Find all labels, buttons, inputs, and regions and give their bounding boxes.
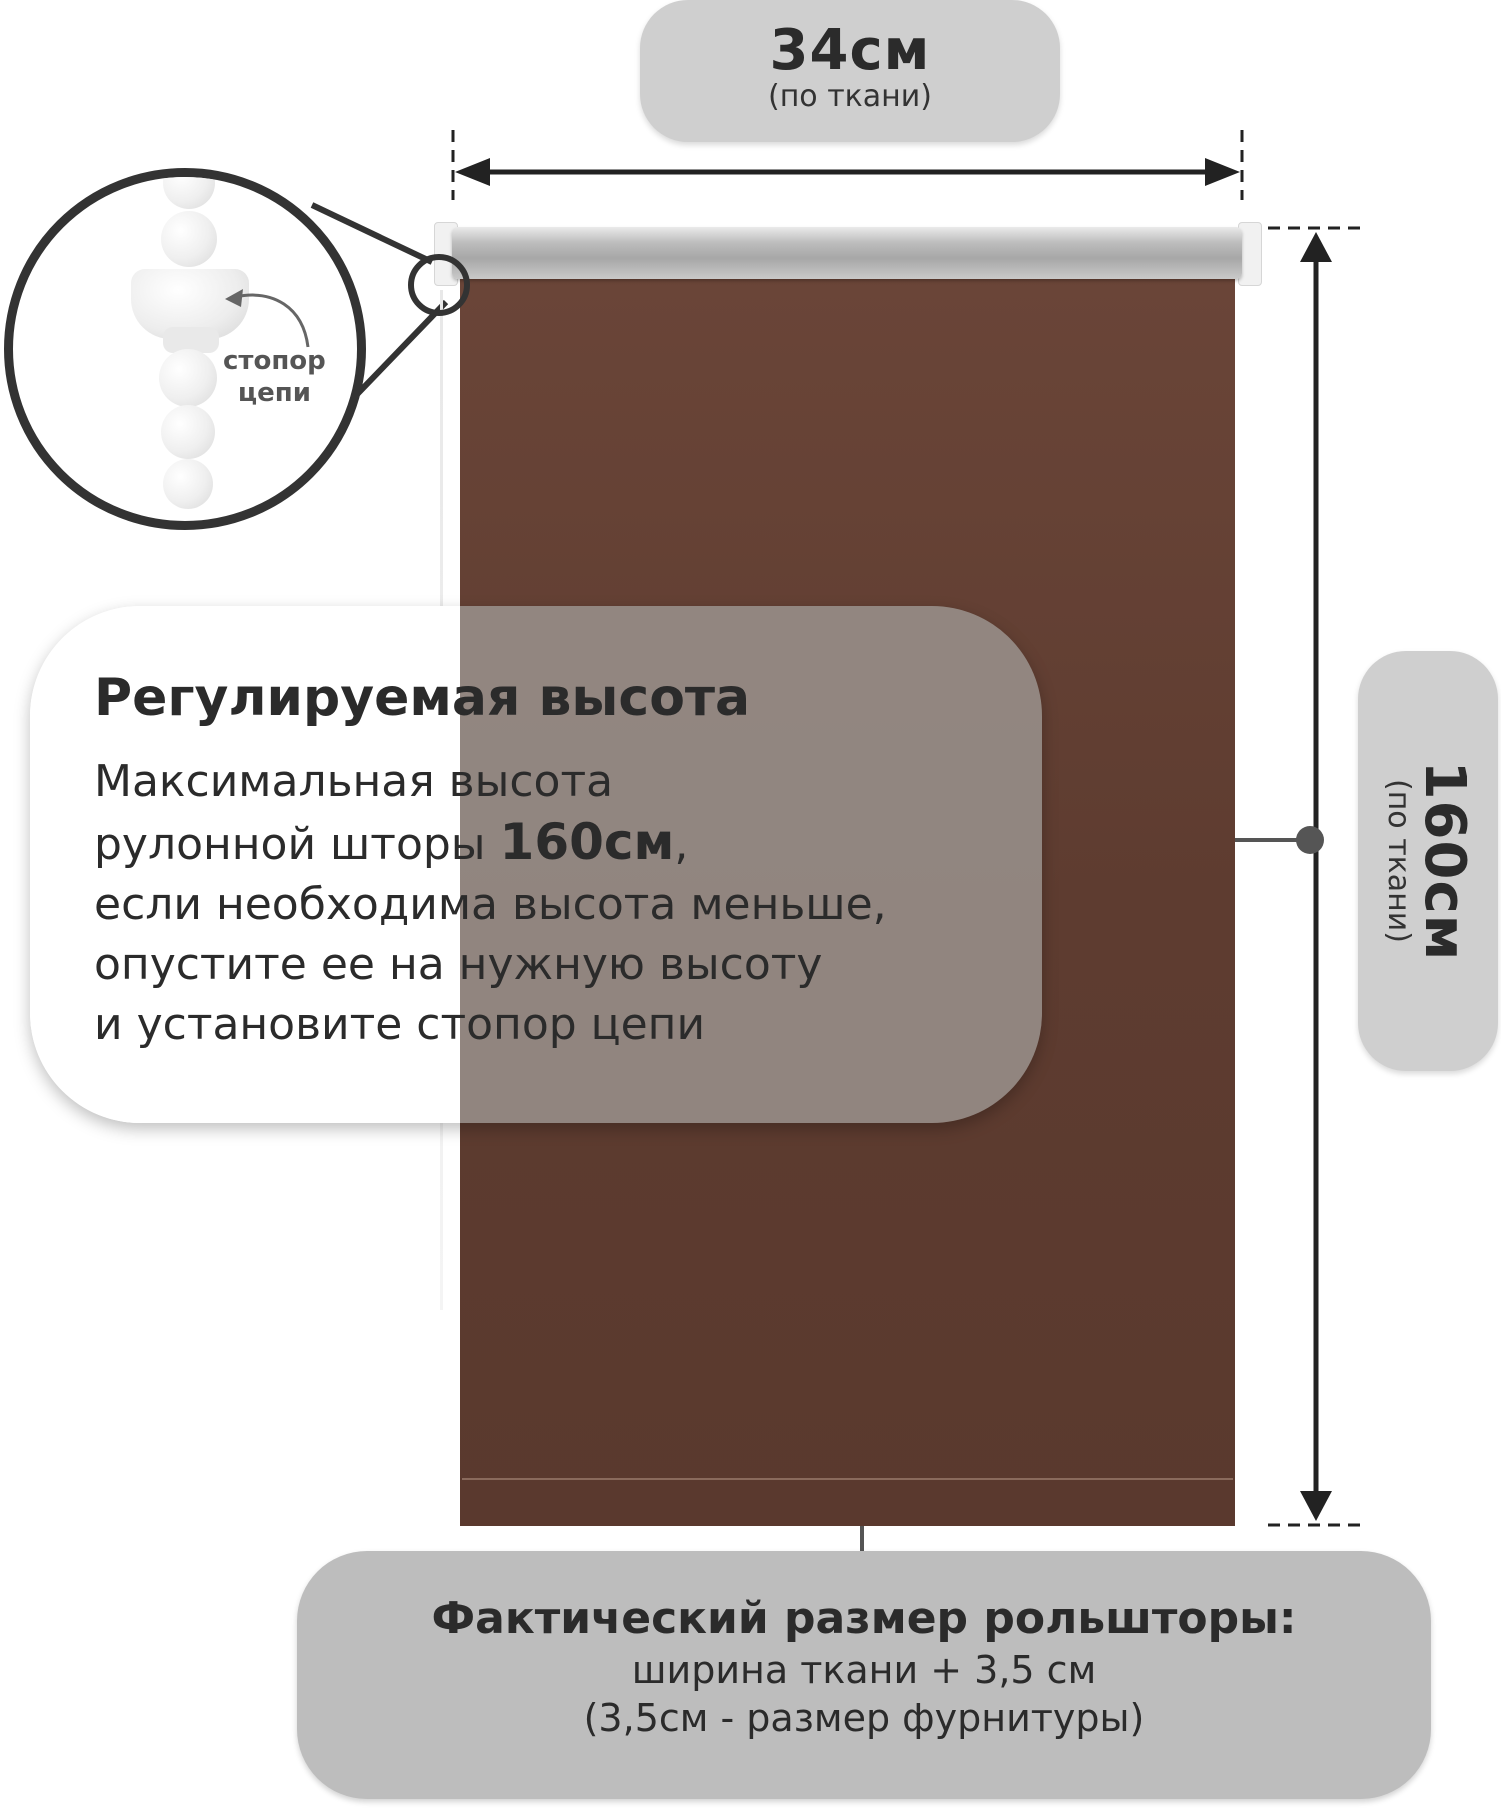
- width-arrowhead-left: [455, 158, 490, 186]
- panel-line-5: и установите стопор цепи: [94, 999, 706, 1050]
- stopper-label-line1: стопор: [223, 346, 326, 376]
- chain-bead: [163, 459, 213, 509]
- panel-line-1: Максимальная высота: [94, 756, 614, 807]
- blind-hem: [462, 1478, 1233, 1480]
- actual-size-line2: (3,5см - размер фурнитуры): [583, 1696, 1145, 1740]
- stopper-label-line2: цепи: [237, 378, 311, 408]
- actual-size-line1: ширина ткани + 3,5 см: [631, 1648, 1097, 1692]
- panel-heading: Регулируемая высота: [94, 668, 751, 728]
- panel-line-4: опустите ее на нужную высоту: [94, 939, 823, 990]
- width-arrowhead-right: [1205, 158, 1240, 186]
- chain-bead: [161, 405, 215, 459]
- height-note: (по ткани): [1381, 778, 1417, 943]
- zoom-line-top: [310, 202, 434, 265]
- height-arrowhead-top: [1300, 232, 1332, 262]
- width-value: 34см: [769, 18, 931, 83]
- height-arrowhead-bottom: [1300, 1491, 1332, 1521]
- height-badge: 160см (по ткани): [1358, 651, 1498, 1071]
- height-value: 160см: [1412, 760, 1478, 962]
- curved-arrow-icon: [225, 289, 310, 348]
- stopper-label: стопор цепи: [223, 345, 326, 409]
- panel-line-2-strong: 160см: [499, 813, 675, 871]
- info-connector-dot: [1296, 826, 1324, 854]
- panel-left-bg: [30, 606, 460, 1123]
- actual-size-title: Фактический размер рольшторы:: [431, 1593, 1297, 1644]
- chain-bead: [161, 211, 217, 267]
- width-badge: 34см (по ткани): [640, 0, 1060, 142]
- stopper-neck: [163, 327, 219, 353]
- roller-tube: [452, 227, 1242, 279]
- actual-size-box: Фактический размер рольшторы: ширина тка…: [297, 1551, 1431, 1799]
- chain-bead: [163, 177, 215, 209]
- panel-right-bg: [460, 606, 1042, 1123]
- panel-content: Регулируемая высота Максимальная высота …: [94, 668, 1012, 1055]
- chain-bead: [159, 349, 217, 407]
- panel-line-2-pre: рулонной шторы: [94, 819, 500, 870]
- adjustable-height-panel: Регулируемая высота Максимальная высота …: [30, 606, 1042, 1123]
- width-note: (по ткани): [767, 79, 932, 114]
- chain-stopper-zoom: стопор цепи: [4, 168, 366, 530]
- panel-line-2-post: ,: [674, 819, 689, 870]
- mechanism-highlight: [408, 254, 470, 316]
- panel-line-2: рулонной шторы 160см,: [94, 812, 1012, 875]
- panel-line-3: если необходима высота меньше,: [94, 879, 887, 930]
